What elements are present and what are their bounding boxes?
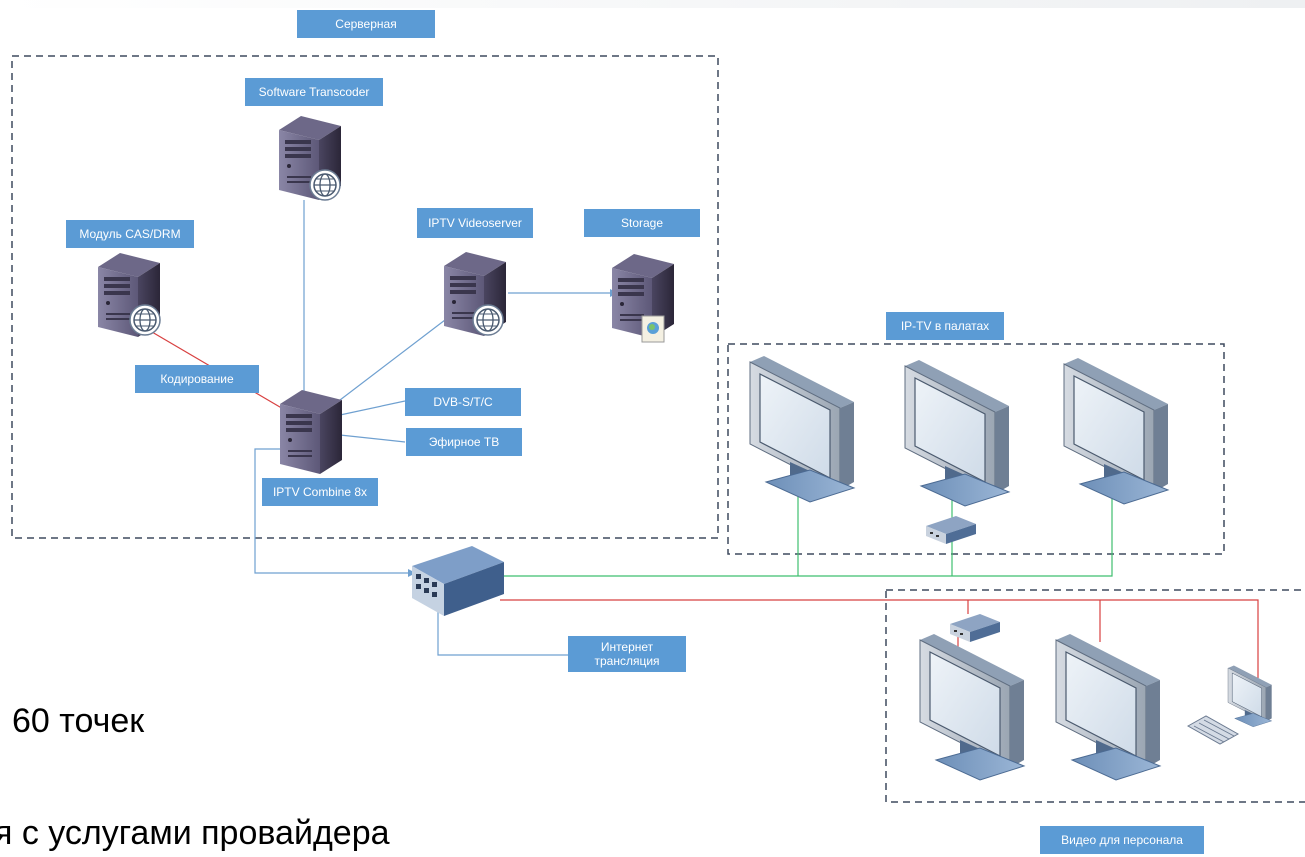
globe-icon xyxy=(309,169,341,201)
globe-icon xyxy=(472,304,504,336)
server-room-boundary xyxy=(11,55,719,539)
iptv-combine-server xyxy=(280,390,342,474)
broadcast-tv-label: Эфирное ТВ xyxy=(406,428,522,456)
wards-boundary xyxy=(727,343,1225,555)
green-links xyxy=(500,484,1113,577)
slide-text-line-2: я с услугами провайдера xyxy=(0,814,390,852)
iptv-combine-label: IPTV Combine 8x xyxy=(262,478,378,506)
staff-tv-1 xyxy=(919,633,1025,781)
internet-stream-label: Интернет трансляция xyxy=(568,636,686,672)
ward-tv-3 xyxy=(1063,357,1169,505)
storage-label: Storage xyxy=(584,209,700,237)
staff-pc-monitor xyxy=(1227,665,1272,728)
keyboard-icon xyxy=(1186,715,1240,745)
encoding-label: Кодирование xyxy=(135,365,259,393)
cas-drm-label: Модуль CAS/DRM xyxy=(66,220,194,248)
slide-top-band xyxy=(0,0,1305,8)
iptv-videoserver-label: IPTV Videoserver xyxy=(417,208,533,238)
ward-tv-2 xyxy=(904,359,1010,507)
dvb-label: DVB-S/T/C xyxy=(405,388,521,416)
ward-set-top-box xyxy=(926,516,976,544)
ward-tv-1 xyxy=(749,355,855,503)
iptv-wards-label: IP-TV в палатах xyxy=(886,312,1004,340)
globe-icon xyxy=(129,304,161,336)
staff-video-label: Видео для персонала xyxy=(1040,826,1204,854)
network-switch-icon xyxy=(412,546,504,616)
server-room-label: Серверная xyxy=(297,10,435,38)
staff-boundary xyxy=(885,589,1305,803)
software-transcoder-label: Software Transcoder xyxy=(245,78,383,106)
slide-text-line-1: 60 точек xyxy=(12,702,145,740)
storage-disk-icon xyxy=(641,315,665,343)
staff-tv-2 xyxy=(1055,633,1161,781)
